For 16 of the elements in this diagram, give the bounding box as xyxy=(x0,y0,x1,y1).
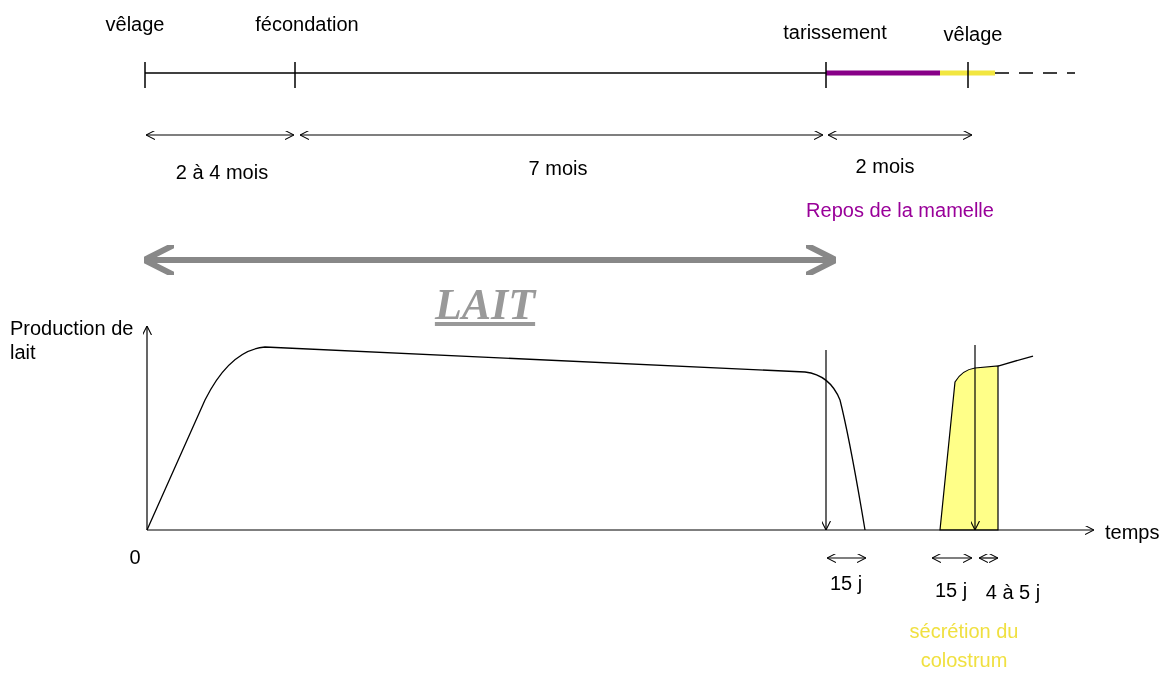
axis-label: Production de lait xyxy=(10,316,135,364)
duration-label: 15 j xyxy=(934,578,968,602)
duration-label: 4 à 5 j xyxy=(985,580,1041,604)
period-label: Repos de la mamelle xyxy=(806,198,994,222)
milk-heading: LAIT xyxy=(434,280,536,330)
event-label: tarissement xyxy=(783,20,887,44)
period-label: sécrétion du colostrum xyxy=(909,619,1019,673)
duration-label: 2 mois xyxy=(855,154,915,178)
axis-origin-label: 0 xyxy=(129,545,141,569)
duration-label: 2 à 4 mois xyxy=(175,160,269,184)
duration-label: 15 j xyxy=(829,571,863,595)
event-label: vêlage xyxy=(943,22,1003,46)
event-label: fécondation xyxy=(255,12,359,36)
event-label: vêlage xyxy=(105,12,165,36)
duration-label: 7 mois xyxy=(528,156,588,180)
axis-label: temps xyxy=(1105,520,1160,544)
